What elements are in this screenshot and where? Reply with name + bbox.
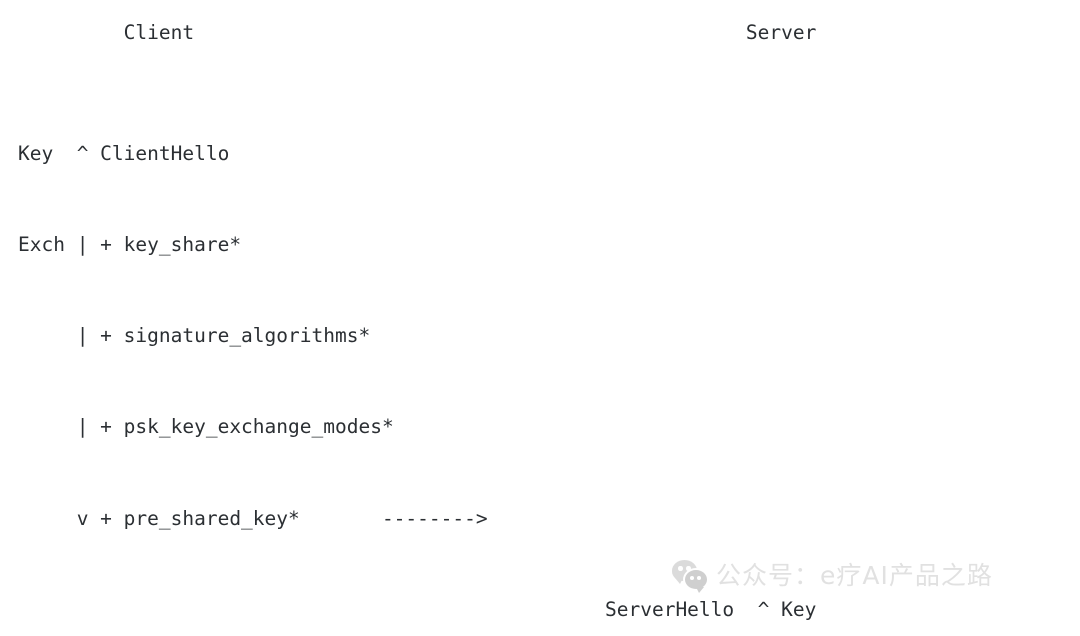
diagram-body: Key ^ ClientHello Exch | + key_share* | …: [18, 78, 1062, 636]
diagram-line: Key ^ ClientHello: [18, 141, 230, 165]
diagram-line: | + signature_algorithms*: [18, 324, 371, 348]
diagram-line: | + psk_key_exchange_modes*: [18, 415, 394, 439]
diagram-line: v + pre_shared_key* -------->: [18, 506, 488, 530]
diagram-line: Exch | + key_share*: [18, 233, 242, 257]
header-line: Client Server: [18, 21, 817, 44]
diagram-header-row: Client Server: [18, 18, 1062, 48]
diagram-line: ServerHello ^ Key: [18, 597, 817, 621]
